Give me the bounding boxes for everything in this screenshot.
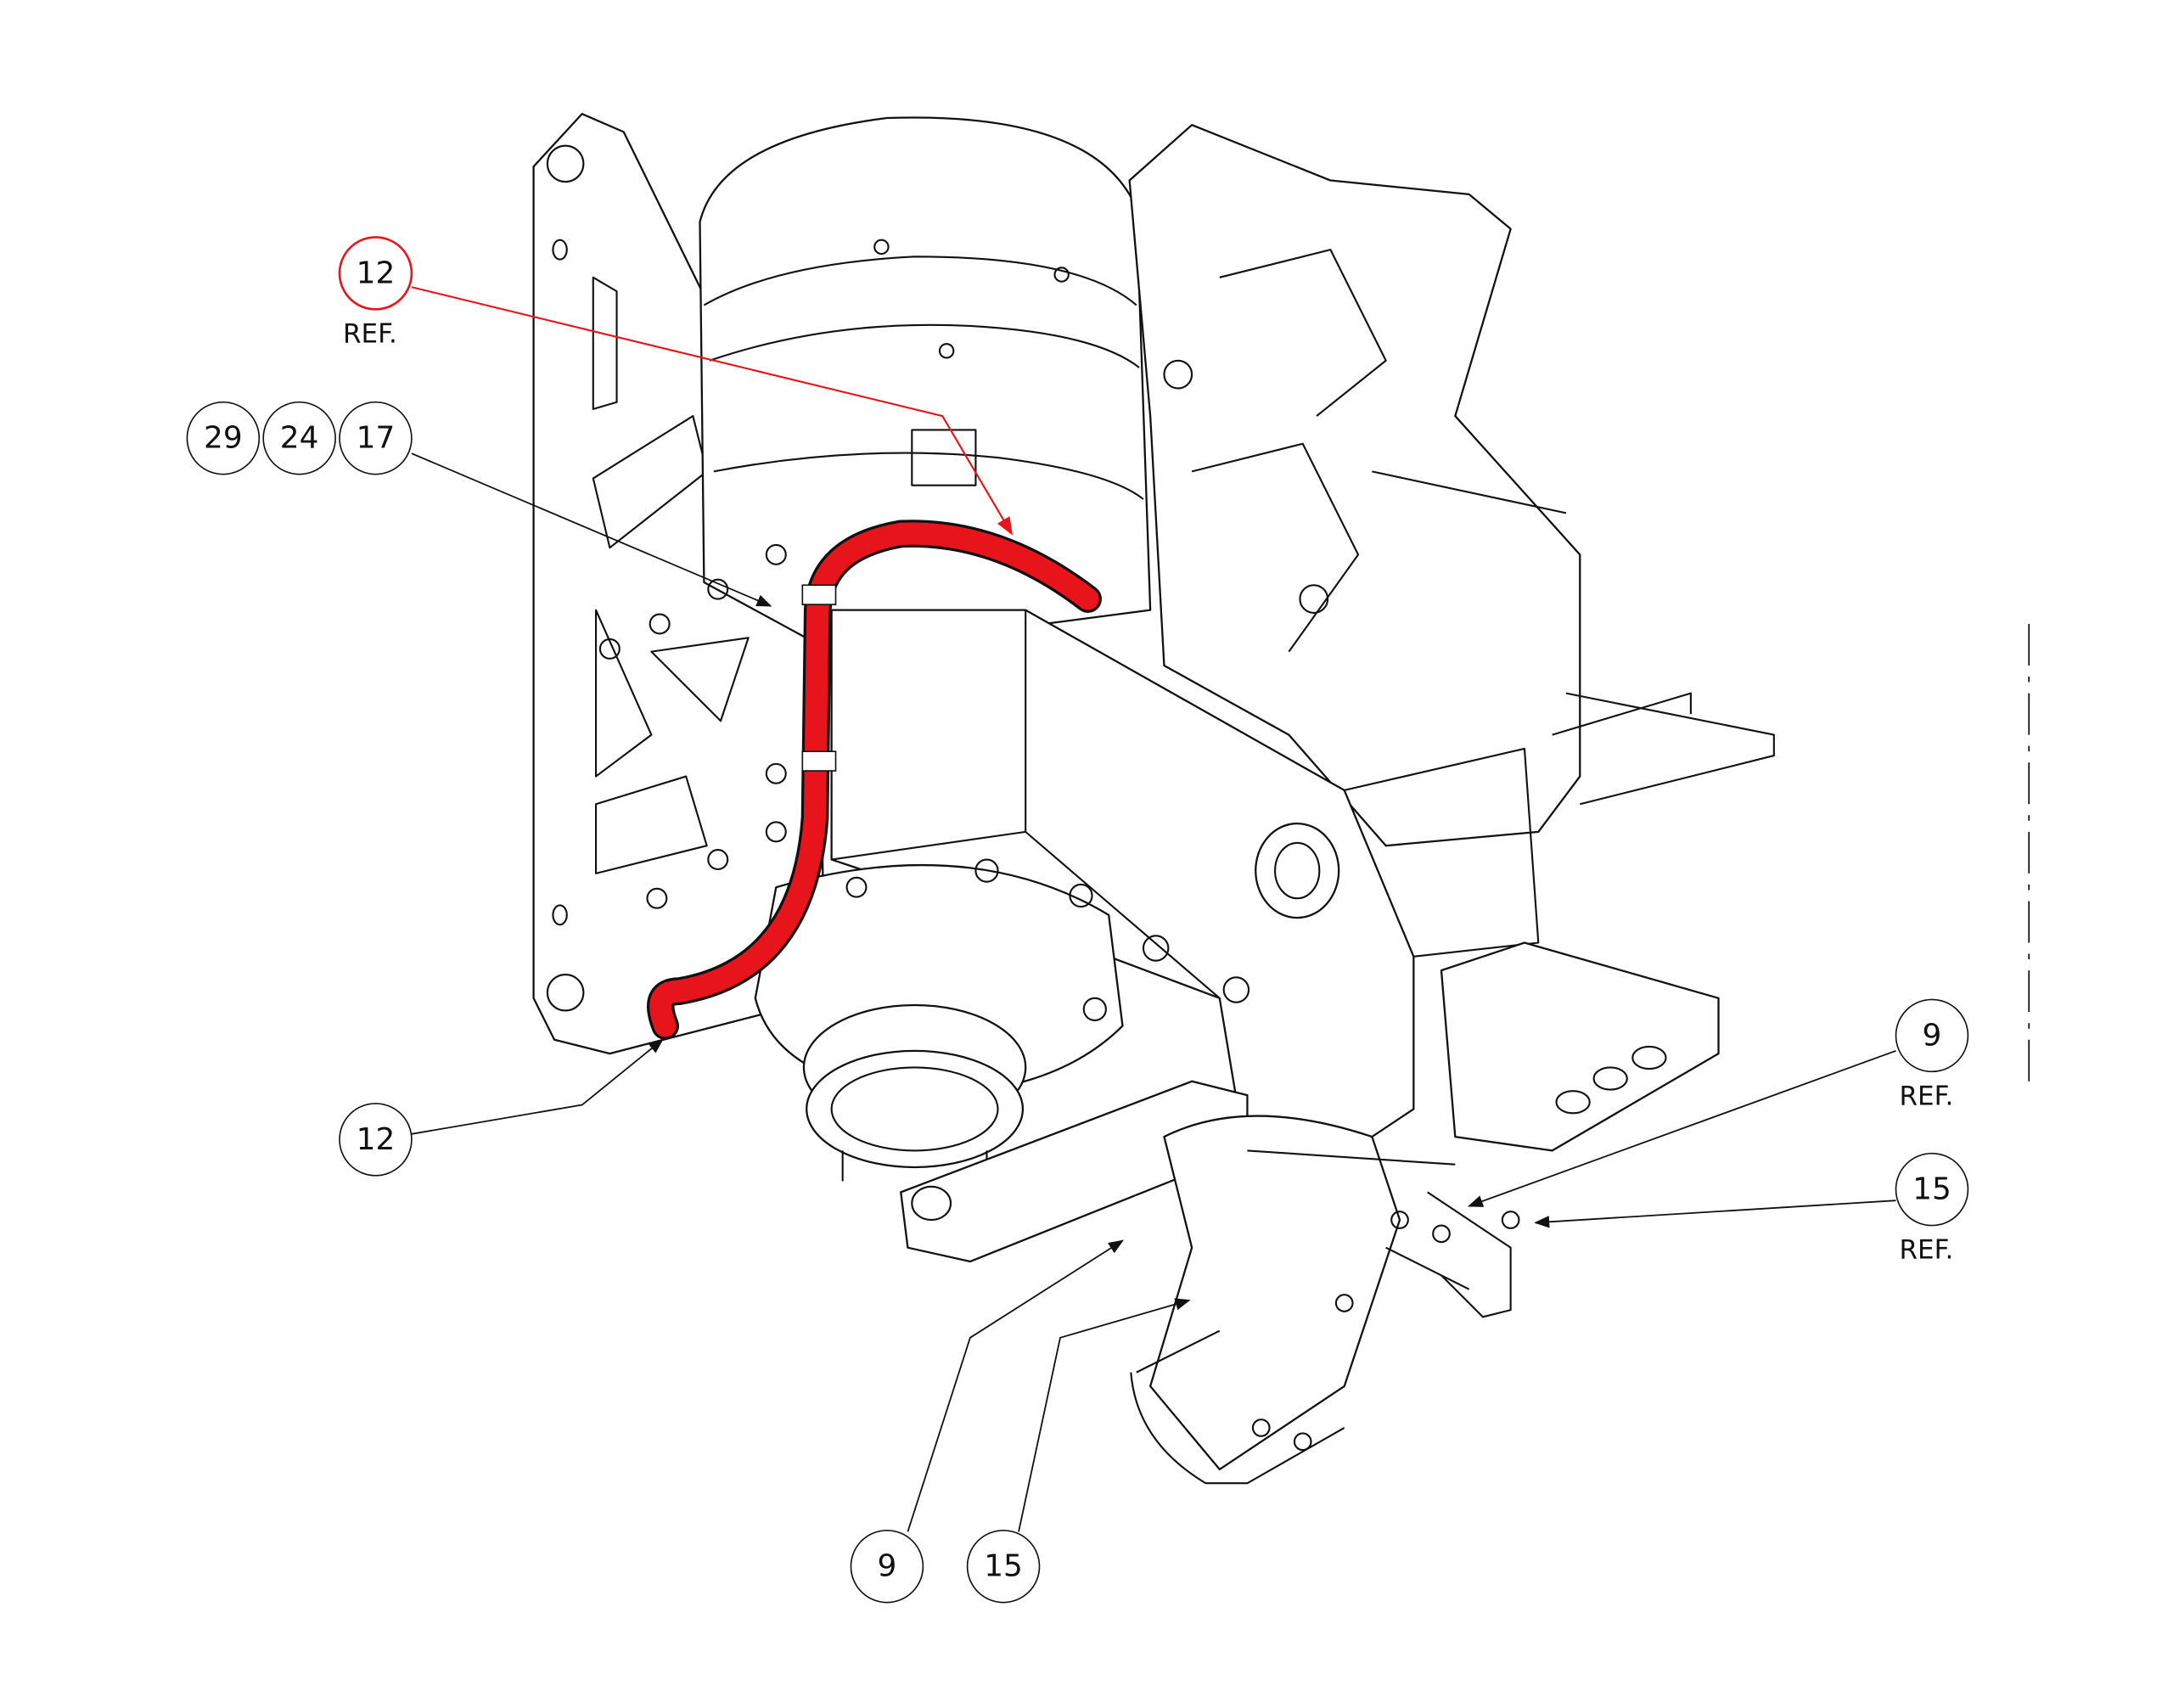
callout-note: REF. [1900, 1082, 1954, 1112]
callout-number: 12 [357, 1122, 396, 1157]
callout-9-ref[interactable]: 9 REF. [1895, 998, 1969, 1112]
callout-number: 9 [1923, 1018, 1942, 1053]
callout-29[interactable]: 29 [186, 401, 261, 475]
callout-15[interactable]: 15 [966, 1529, 1041, 1604]
callout-number: 15 [1912, 1172, 1951, 1207]
callout-number: 17 [357, 421, 396, 456]
callout-24[interactable]: 24 [262, 401, 336, 475]
leader-lines [411, 286, 1896, 1532]
callout-15-ref[interactable]: 15 REF. [1895, 1152, 1969, 1266]
callout-number: 12 [357, 256, 396, 290]
callout-number: 29 [204, 421, 243, 456]
callout-note: REF. [343, 319, 397, 350]
callout-number: 9 [877, 1549, 896, 1584]
callout-12-ref[interactable]: 12 REF. [338, 236, 413, 350]
callout-number: 15 [984, 1549, 1023, 1584]
callout-note: REF. [1900, 1235, 1954, 1266]
callout-17[interactable]: 17 [339, 401, 413, 475]
callout-number: 24 [280, 421, 319, 456]
callout-12[interactable]: 12 [339, 1103, 413, 1177]
machine-body [532, 112, 2030, 1485]
callout-9[interactable]: 9 [850, 1529, 924, 1604]
highlighted-hose [646, 520, 1102, 1040]
